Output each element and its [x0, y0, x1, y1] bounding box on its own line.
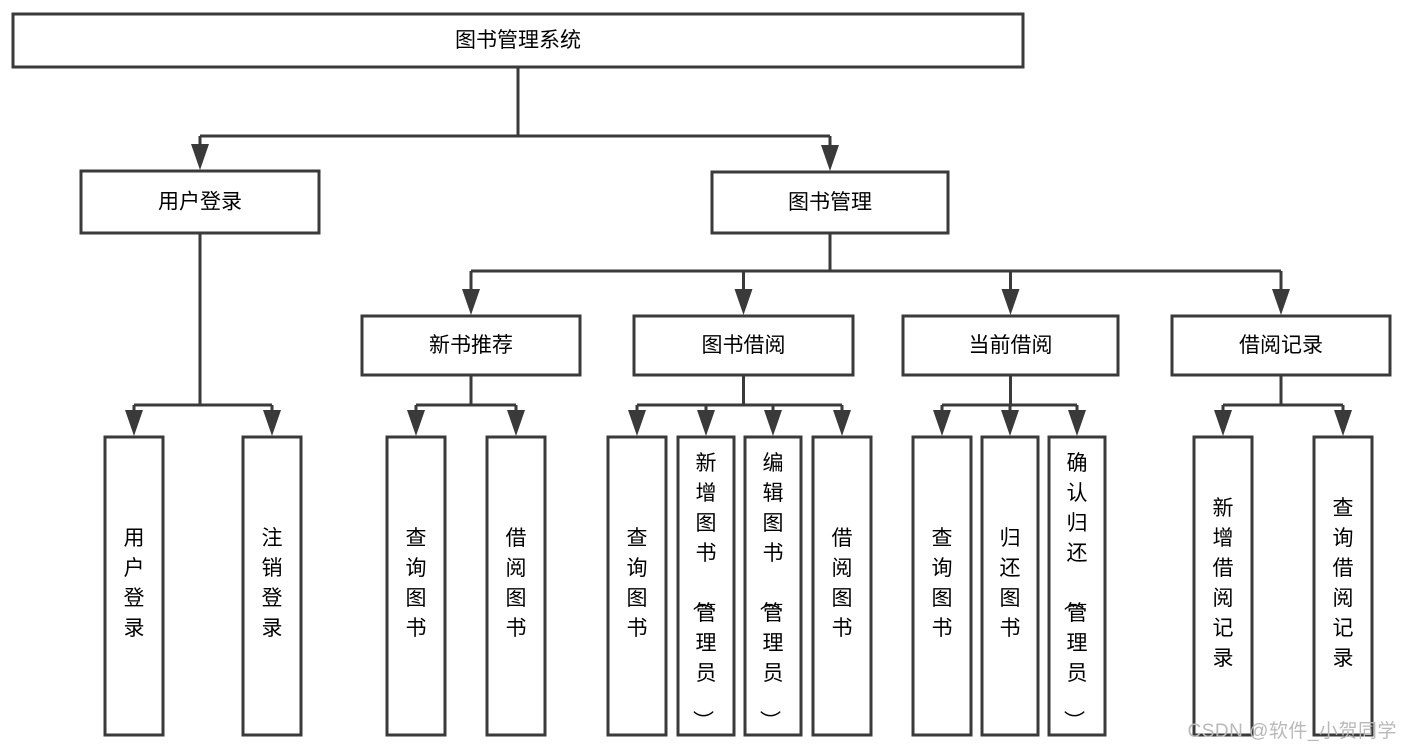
node-box-l_logout	[241, 435, 303, 737]
node-box-b_add	[676, 435, 736, 737]
node-label-bookmgmt: 图书管理	[788, 191, 872, 214]
node-label-c_return: 归还图书	[1000, 527, 1021, 640]
node-box-b_edit	[743, 435, 803, 737]
connector-group-login	[125, 233, 281, 436]
node-box-bookmgmt	[710, 170, 950, 235]
node-b_edit[interactable]: 编辑图书（管理员）	[743, 435, 803, 737]
node-current[interactable]: 当前借阅	[901, 314, 1120, 377]
node-label-b_lend: 借阅图书	[832, 527, 853, 640]
node-login[interactable]: 用户登录	[79, 169, 321, 235]
node-box-c_query	[911, 435, 973, 737]
node-c_confirm[interactable]: 确认归还（管理员）	[1047, 435, 1107, 737]
node-b_lend[interactable]: 借阅图书	[811, 435, 873, 737]
node-box-n_borrow	[485, 435, 547, 737]
node-box-b_lend	[811, 435, 873, 737]
node-box-borrow	[632, 314, 855, 377]
node-r_add[interactable]: 新增借阅记录	[1192, 435, 1254, 737]
node-label-records: 借阅记录	[1239, 334, 1323, 357]
node-layer: 图书管理系统用户登录图书管理新书推荐图书借阅当前借阅借阅记录用户登录注销登录查询…	[11, 12, 1392, 737]
node-box-b_query	[606, 435, 668, 737]
node-label-c_confirm: 确认归还（管理员）	[1062, 452, 1088, 731]
node-borrow[interactable]: 图书借阅	[632, 314, 855, 377]
node-records[interactable]: 借阅记录	[1170, 314, 1392, 377]
node-l_logout[interactable]: 注销登录	[241, 435, 303, 737]
node-b_query[interactable]: 查询图书	[606, 435, 668, 737]
connector-group-borrow	[628, 375, 851, 436]
node-newbook[interactable]: 新书推荐	[360, 314, 582, 377]
node-label-newbook: 新书推荐	[429, 334, 513, 357]
connector-group-current	[933, 375, 1086, 436]
connector-group-bookmgmt	[462, 233, 1290, 315]
node-label-l_logout: 注销登录	[262, 527, 283, 640]
node-box-root	[11, 12, 1025, 69]
node-box-c_confirm	[1047, 435, 1107, 737]
connector-layer	[125, 67, 1352, 436]
node-b_add[interactable]: 新增图书（管理员）	[676, 435, 736, 737]
node-box-n_query	[385, 435, 447, 737]
node-label-login: 用户登录	[158, 191, 242, 214]
node-box-r_query	[1312, 435, 1374, 737]
node-label-b_query: 查询图书	[627, 527, 648, 640]
node-label-current: 当前借阅	[969, 334, 1053, 357]
connector-group-records	[1214, 375, 1352, 436]
node-c_return[interactable]: 归还图书	[980, 435, 1040, 737]
node-bookmgmt[interactable]: 图书管理	[710, 170, 950, 235]
node-label-n_borrow: 借阅图书	[506, 527, 527, 640]
node-label-r_query: 查询借阅记录	[1333, 497, 1354, 670]
node-label-root: 图书管理系统	[455, 29, 581, 52]
connector-group-root	[191, 67, 839, 171]
node-box-c_return	[980, 435, 1040, 737]
connector-group-newbook	[407, 375, 525, 436]
node-label-l_login: 用户登录	[124, 527, 145, 640]
node-l_login[interactable]: 用户登录	[103, 435, 165, 737]
node-label-c_query: 查询图书	[932, 527, 953, 640]
node-label-r_add: 新增借阅记录	[1213, 497, 1234, 670]
node-n_borrow[interactable]: 借阅图书	[485, 435, 547, 737]
node-box-r_add	[1192, 435, 1254, 737]
node-n_query[interactable]: 查询图书	[385, 435, 447, 737]
node-label-b_edit: 编辑图书（管理员）	[758, 452, 784, 731]
node-r_query[interactable]: 查询借阅记录	[1312, 435, 1374, 737]
node-box-login	[79, 169, 321, 235]
node-label-borrow: 图书借阅	[702, 334, 786, 357]
node-box-l_login	[103, 435, 165, 737]
node-root[interactable]: 图书管理系统	[11, 12, 1025, 69]
node-box-newbook	[360, 314, 582, 377]
node-box-current	[901, 314, 1120, 377]
node-c_query[interactable]: 查询图书	[911, 435, 973, 737]
node-box-records	[1170, 314, 1392, 377]
node-label-n_query: 查询图书	[406, 527, 427, 640]
node-label-b_add: 新增图书（管理员）	[691, 452, 717, 731]
